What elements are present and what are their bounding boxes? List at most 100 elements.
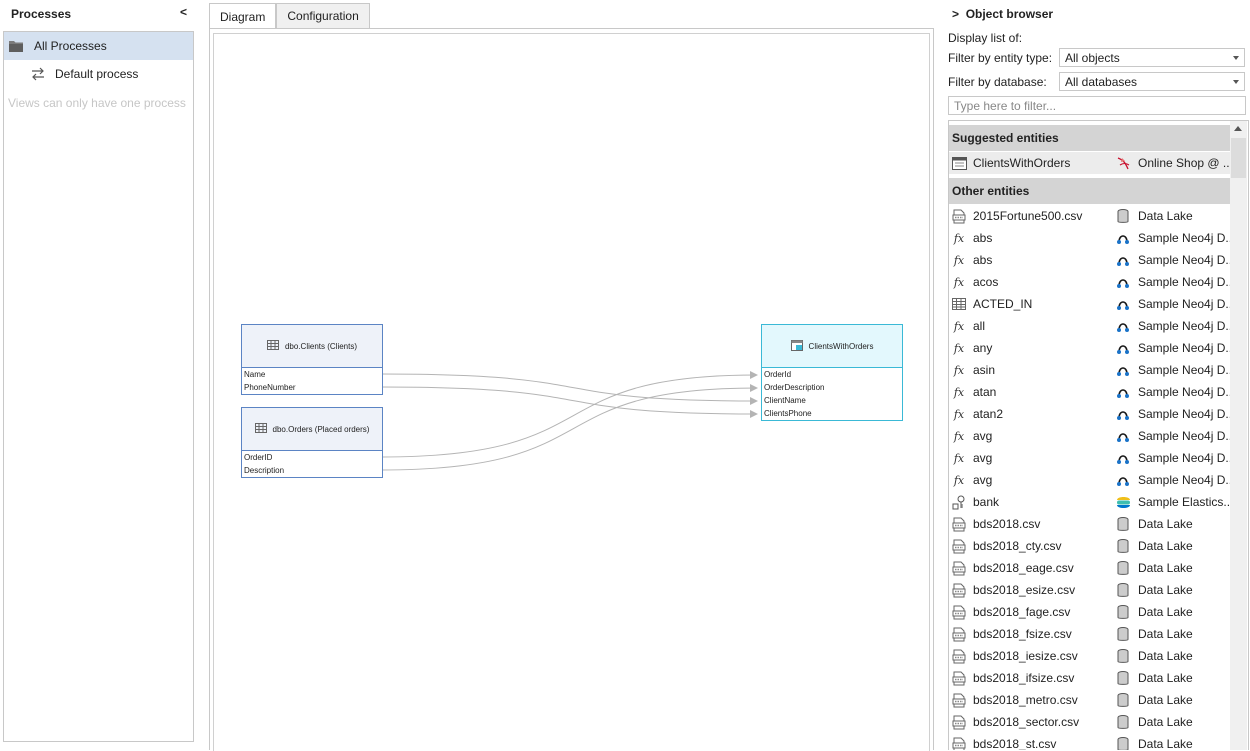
entity-type-select[interactable]: All objects [1059,48,1245,67]
filter-input[interactable] [948,96,1246,115]
entity-name: bds2018_iesize.csv [973,649,1078,663]
scroll-thumb[interactable] [1231,138,1246,178]
csv-file-icon [951,670,967,686]
function-icon: fx [953,451,965,465]
neo4j-icon [1115,230,1131,246]
node-field[interactable]: PhoneNumber [244,383,296,392]
entity-row[interactable]: ACTED_IN Sample Neo4j D... [949,293,1230,315]
data-lake-icon [1115,626,1131,642]
entity-name: bds2018.csv [973,517,1041,531]
node-clients-with-orders[interactable]: ClientsWithOrders OrderId OrderDescripti… [761,324,903,421]
entity-source: Sample Neo4j D... [1138,253,1230,267]
entity-name: bds2018_eage.csv [973,561,1074,575]
chevron-down-icon [1233,56,1239,60]
suggested-entities-header[interactable]: Suggested entities [949,125,1230,151]
process-list: All Processes Default process Views can … [3,31,194,742]
entity-row[interactable]: bds2018_esize.csv Data Lake [949,579,1230,601]
entity-name: atan2 [973,407,1004,421]
process-item-label: All Processes [34,39,107,53]
mapping-line-phone [380,386,758,418]
csv-file-icon [951,626,967,642]
csv-file-icon [951,538,967,554]
tab-configuration[interactable]: Configuration [276,3,370,28]
entity-name: bds2018_esize.csv [973,583,1076,597]
other-entities-header[interactable]: Other entities [949,178,1230,204]
entity-name: acos [973,275,999,289]
entity-name: bds2018_sector.csv [973,715,1080,729]
expand-glyph: > [952,7,960,21]
entity-name: ACTED_IN [973,297,1033,311]
process-item-all[interactable]: All Processes [4,32,193,60]
process-item-default[interactable]: Default process [4,60,193,88]
function-icon: fx [953,363,965,377]
data-lake-icon [1115,560,1131,576]
neo4j-icon [1115,274,1131,290]
neo4j-icon [1115,472,1131,488]
entity-name: ClientsWithOrders [973,156,1071,170]
data-lake-icon [1115,582,1131,598]
tab-diagram[interactable]: Diagram [209,3,277,30]
table-icon [266,340,279,352]
data-lake-icon [1115,208,1131,224]
diagram-canvas[interactable]: dbo.Clients (Clients) Name PhoneNumber d… [213,33,930,751]
node-title: dbo.Clients (Clients) [284,341,358,351]
function-icon: fx [953,275,965,289]
table-icon [254,423,267,435]
node-field[interactable]: OrderId [764,370,792,379]
csv-file-icon [951,648,967,664]
node-clients[interactable]: dbo.Clients (Clients) Name PhoneNumber [241,324,383,395]
function-icon: fx [953,407,965,421]
entity-list-scrollbar[interactable] [1230,121,1247,750]
entity-name: bds2018_fage.csv [973,605,1071,619]
node-field[interactable]: ClientName [764,396,806,405]
entity-source: Data Lake [1138,539,1193,553]
collapse-processes-button[interactable]: < [180,5,188,19]
data-lake-icon [1115,736,1131,750]
entity-source: Data Lake [1138,583,1193,597]
object-browser-header[interactable]: > Object browser [952,7,1053,21]
neo4j-icon [1115,406,1131,422]
entity-source: Sample Neo4j D... [1138,297,1230,311]
object-browser-panel: > Object browser Display list of: Filter… [944,0,1250,750]
node-orders[interactable]: dbo.Orders (Placed orders) OrderID Descr… [241,407,383,478]
node-title: ClientsWithOrders [808,341,874,351]
scroll-up-icon[interactable] [1234,126,1242,131]
entity-name: bds2018_metro.csv [973,693,1078,707]
function-icon: fx [953,231,965,245]
node-field[interactable]: ClientsPhone [764,409,812,418]
database-select[interactable]: All databases [1059,72,1245,91]
node-field[interactable]: OrderID [244,453,273,462]
node-field[interactable]: OrderDescription [764,383,825,392]
node-field[interactable]: Description [244,466,285,475]
node-field[interactable]: Name [244,370,266,379]
chevron-down-icon [1233,80,1239,84]
data-lake-icon [1115,604,1131,620]
data-lake-icon [1115,516,1131,532]
data-lake-icon [1115,538,1131,554]
table-icon [951,296,967,312]
